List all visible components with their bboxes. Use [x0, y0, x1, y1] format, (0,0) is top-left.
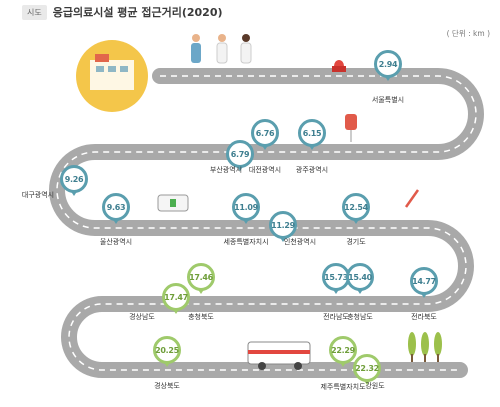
region-label: 제주특별자치도	[320, 383, 366, 391]
first-aid-kit-illustration	[157, 194, 189, 212]
page-title: 응급의료시설 평균 접근거리(2020)	[52, 6, 223, 19]
marker-pointer-icon	[420, 292, 428, 298]
marker-value: 2.94	[374, 50, 402, 78]
marker-pointer-icon	[279, 236, 287, 242]
marker-value: 6.15	[298, 119, 326, 147]
region-label: 서울특별시	[371, 96, 405, 104]
marker-pointer-icon	[242, 218, 250, 224]
thermometer-illustration	[404, 189, 420, 208]
marker-0: 2.94	[374, 50, 402, 81]
marker-1: 6.79	[226, 140, 254, 171]
marker-value: 9.63	[102, 193, 130, 221]
region-label: 인천광역시	[283, 238, 317, 246]
marker-pointer-icon	[112, 218, 120, 224]
unit-note: ( 단위 : km )	[446, 29, 490, 38]
marker-14: 20.25	[153, 336, 181, 367]
category-badge: 시도	[22, 4, 47, 20]
marker-3: 6.15	[298, 119, 326, 150]
marker-pointer-icon	[363, 379, 371, 385]
marker-pointer-icon	[384, 75, 392, 81]
region-label: 전라북도	[411, 313, 437, 321]
doctors-illustration	[191, 34, 252, 64]
marker-value: 12.54	[342, 193, 370, 221]
marker-value: 22.32	[353, 354, 381, 382]
marker-pointer-icon	[356, 288, 364, 294]
marker-value: 11.09	[232, 193, 260, 221]
marker-7: 11.29	[269, 211, 297, 242]
region-label: 부산광역시	[209, 166, 243, 174]
region-label: 대구광역시	[21, 191, 55, 199]
marker-12: 15.40	[346, 263, 374, 294]
region-label: 광주광역시	[295, 166, 329, 174]
siren-illustration	[332, 60, 346, 72]
region-label: 충청남도	[347, 313, 373, 321]
marker-2: 6.76	[251, 119, 279, 150]
region-label: 대전광역시	[248, 166, 282, 174]
marker-8: 12.54	[342, 193, 370, 224]
marker-pointer-icon	[163, 361, 171, 367]
region-label: 충청북도	[188, 313, 214, 321]
marker-value: 11.29	[269, 211, 297, 239]
marker-pointer-icon	[308, 144, 316, 150]
marker-value: 9.26	[60, 165, 88, 193]
marker-16: 22.32	[353, 354, 381, 385]
region-label: 강원도	[365, 382, 385, 390]
marker-6: 11.09	[232, 193, 260, 224]
region-label: 경상남도	[129, 313, 155, 321]
region-label: 전라남도	[323, 313, 349, 321]
trees-illustration	[408, 332, 442, 362]
region-label: 경기도	[346, 238, 366, 246]
marker-value: 20.25	[153, 336, 181, 364]
marker-pointer-icon	[70, 190, 78, 196]
marker-pointer-icon	[236, 165, 244, 171]
marker-pointer-icon	[197, 288, 205, 294]
marker-13: 14.77	[410, 267, 438, 298]
marker-value: 22.29	[329, 336, 357, 364]
header: 시도 응급의료시설 평균 접근거리(2020)	[22, 4, 223, 20]
marker-value: 17.46	[187, 263, 215, 291]
ambulance-illustration	[247, 341, 311, 370]
marker-5: 9.63	[102, 193, 130, 224]
marker-15: 22.29	[329, 336, 357, 367]
region-label: 경상북도	[154, 382, 180, 390]
marker-pointer-icon	[352, 218, 360, 224]
marker-pointer-icon	[261, 144, 269, 150]
marker-pointer-icon	[339, 361, 347, 367]
marker-pointer-icon	[172, 308, 180, 314]
marker-pointer-icon	[332, 288, 340, 294]
region-label: 울산광역시	[99, 238, 133, 246]
marker-9: 17.47	[162, 283, 190, 314]
marker-4: 9.26	[60, 165, 88, 196]
marker-value: 6.79	[226, 140, 254, 168]
iv-bag-illustration	[345, 114, 357, 142]
marker-value: 14.77	[410, 267, 438, 295]
marker-value: 6.76	[251, 119, 279, 147]
region-label: 세종특별자치시	[223, 238, 269, 246]
marker-10: 17.46	[187, 263, 215, 294]
marker-value: 15.40	[346, 263, 374, 291]
marker-value: 17.47	[162, 283, 190, 311]
